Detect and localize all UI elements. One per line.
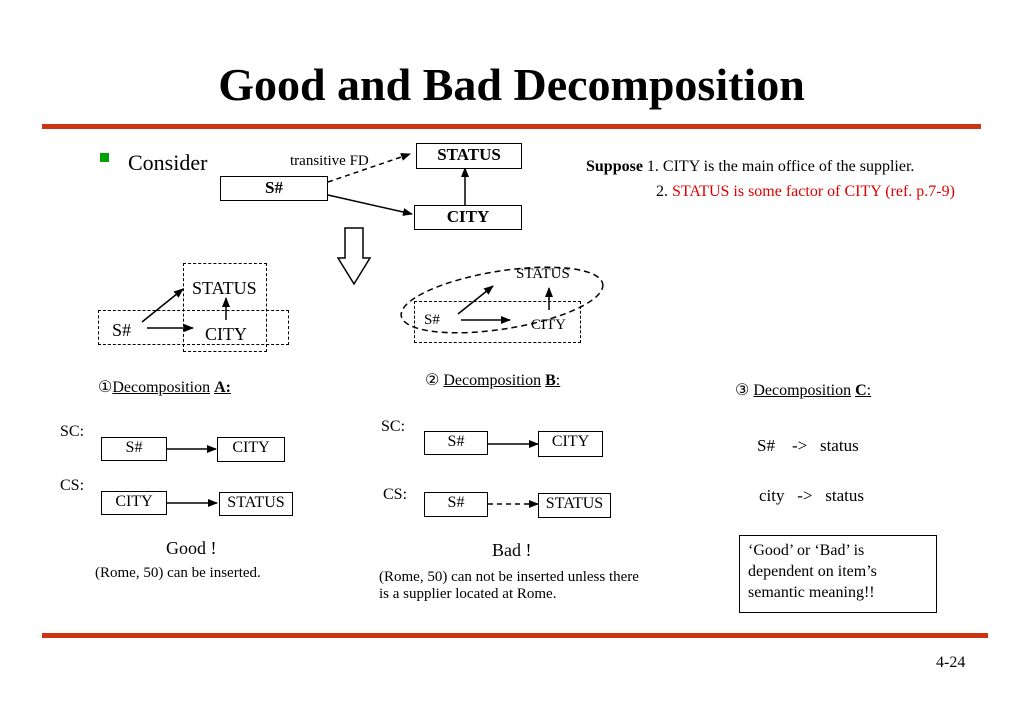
suppose-label: Suppose [586,158,643,175]
decomp-c-fd-1-right: status [819,436,859,455]
bullet-square-icon [100,150,112,162]
decomp-b-sno-label: S# [424,312,440,328]
top-sno-box: S# [220,176,328,201]
decomp-a-status-label: STATUS [192,278,257,298]
decomp-a-verdict: Good ! [166,538,217,558]
decomp-b-sc-label: SC: [381,418,406,435]
top-status-box: STATUS [416,143,522,169]
decomp-c-heading-text: Decomposition [753,382,852,399]
decomp-c-fd-2-left: city [759,486,785,505]
decomp-c-fd-1-left: S# [757,436,775,455]
decomp-b-status-label: STATUS [516,266,570,282]
decomp-b-cs-sno-box: S# [424,492,488,517]
decomp-a-sc-city-box: CITY [217,437,285,462]
decomp-b-city-label: CITY [531,317,566,333]
decomp-a-cs-city-box: CITY [101,491,167,515]
suppose-line-1: Suppose 1. CITY is the main office of th… [586,158,914,176]
decomp-a-dashed-group-horizontal [98,310,289,345]
decomp-a-city-label: CITY [205,324,247,344]
decomp-a-sc-sno-box: S# [101,437,167,461]
bottom-divider [42,633,988,638]
decomp-a-letter: A: [214,379,231,396]
decomp-b-sc-city-box: CITY [538,431,603,457]
suppose-line-2: 2. STATUS is some factor of CITY (ref. p… [656,183,955,201]
decomp-a-number: ① [98,379,113,396]
page-title: Good and Bad Decomposition [218,59,805,110]
decomp-c-fd-2-right: status [825,486,864,505]
top-divider [42,124,981,129]
suppose-item-1: 1. CITY is the main office of the suppli… [646,158,915,175]
decomp-b-sc-sno-box: S# [424,431,488,455]
decomp-c-number: ③ [735,382,750,399]
decomp-b-dashed-group [414,301,581,343]
suppose-item-2-number: 2. [656,183,668,200]
decomp-b-cs-status-box: STATUS [538,493,611,518]
decomp-a-cs-status-box: STATUS [219,492,293,516]
decomp-c-fd-2-arrow: -> [797,486,813,505]
decomp-b-letter: B [545,372,556,389]
decomp-a-sno-label: S# [112,320,132,340]
decomp-a-note: (Rome, 50) can be inserted. [95,565,261,581]
page-number: 4-24 [936,654,966,671]
decomp-b-verdict: Bad ! [492,540,532,560]
decomp-b-heading-text: Decomposition [443,372,542,389]
decomp-c-letter: C [855,382,867,399]
decomp-a-heading-text: Decomposition [112,379,211,396]
decomp-b-note: (Rome, 50) can not be inserted unless th… [379,569,639,602]
decomp-c-remark-box: ‘Good’ or ‘Bad’ is dependent on item’s s… [739,535,937,613]
decomp-a-heading: ①Decomposition A: [98,377,231,397]
decomp-b-cs-label: CS: [383,486,408,503]
suppose-item-2-text: STATUS is some factor of CITY (ref. p.7-… [672,183,955,200]
decomp-c-fd-1-arrow: -> [791,436,808,455]
decomp-c-fd-1: S# -> status [757,436,859,456]
decomp-b-number: ② [425,372,440,389]
decomp-b-heading: ② Decomposition B: [425,370,560,390]
decomp-c-colon: : [866,382,872,399]
top-city-box: CITY [414,205,522,230]
decomp-c-fd-2: city -> status [759,486,864,506]
decomp-b-colon: : [555,372,561,389]
decomp-c-heading: ③ Decomposition C: [735,380,871,400]
transitive-fd-label: transitive FD [290,153,369,169]
decomp-a-cs-label: CS: [60,477,85,494]
consider-text: Consider [128,150,208,175]
decomp-a-sc-label: SC: [60,423,85,440]
decomp-a-dashed-group-vertical [183,263,267,352]
